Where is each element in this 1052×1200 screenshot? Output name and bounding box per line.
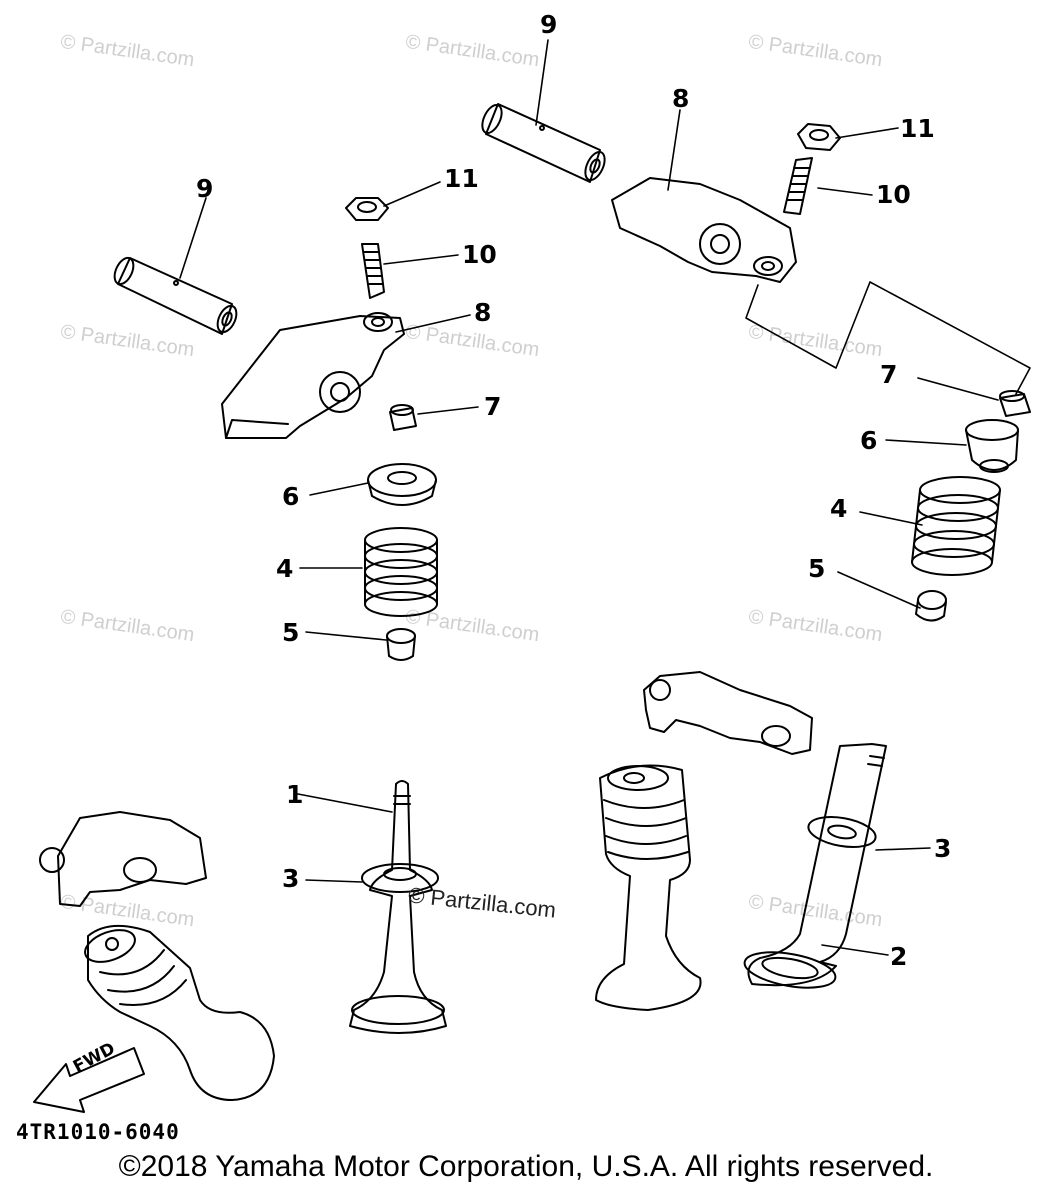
valve-stem-seal-left <box>386 628 416 661</box>
valve-seat-right <box>807 816 877 848</box>
spring-retainer-left <box>367 463 437 506</box>
assembled-rocker-left <box>39 811 275 1101</box>
assembled-rocker-right <box>595 671 813 1011</box>
callout-11: 11 <box>900 114 935 143</box>
valve-spring-right <box>911 476 1001 576</box>
spring-retainer-right <box>965 419 1019 473</box>
rocker-arm-left <box>221 312 405 439</box>
callout-8: 8 <box>474 298 492 327</box>
callout-7: 7 <box>484 392 502 421</box>
copyright-notice: ©2018 Yamaha Motor Corporation, U.S.A. A… <box>118 1150 934 1183</box>
valve-exhaust <box>743 743 887 989</box>
rocker-shaft-right <box>481 103 606 183</box>
callout-6: 6 <box>860 426 878 455</box>
callout-1: 1 <box>286 780 304 809</box>
callout-7: 7 <box>880 360 898 389</box>
callout-9: 9 <box>540 10 558 39</box>
callout-2: 2 <box>890 942 908 971</box>
rocker-arm-right <box>611 177 797 283</box>
callout-8: 8 <box>672 84 690 113</box>
nut-left <box>345 197 389 221</box>
valve-stem-seal-right <box>915 590 947 622</box>
callout-9: 9 <box>196 174 214 203</box>
valve-cotter-right <box>999 390 1031 417</box>
callout-4: 4 <box>830 494 848 523</box>
callout-4: 4 <box>276 554 294 583</box>
valve-spring-left <box>364 527 438 617</box>
callout-6: 6 <box>282 482 300 511</box>
callout-3: 3 <box>934 834 952 863</box>
valve-intake <box>349 780 447 1034</box>
rocker-shaft-left <box>113 256 238 335</box>
adjusting-screw-right <box>783 157 813 215</box>
callout-3: 3 <box>282 864 300 893</box>
valve-cotter-left <box>389 404 417 431</box>
callout-5: 5 <box>282 618 300 647</box>
callout-5: 5 <box>808 554 826 583</box>
drawing-code: 4TR1010-6040 <box>16 1120 180 1144</box>
callout-10: 10 <box>462 240 497 269</box>
callout-10: 10 <box>876 180 911 209</box>
leader-lines <box>179 39 1031 956</box>
adjusting-screw-left <box>361 243 385 299</box>
fwd-arrow-icon <box>33 1047 145 1113</box>
nut-right <box>797 123 841 151</box>
callout-11: 11 <box>444 164 479 193</box>
